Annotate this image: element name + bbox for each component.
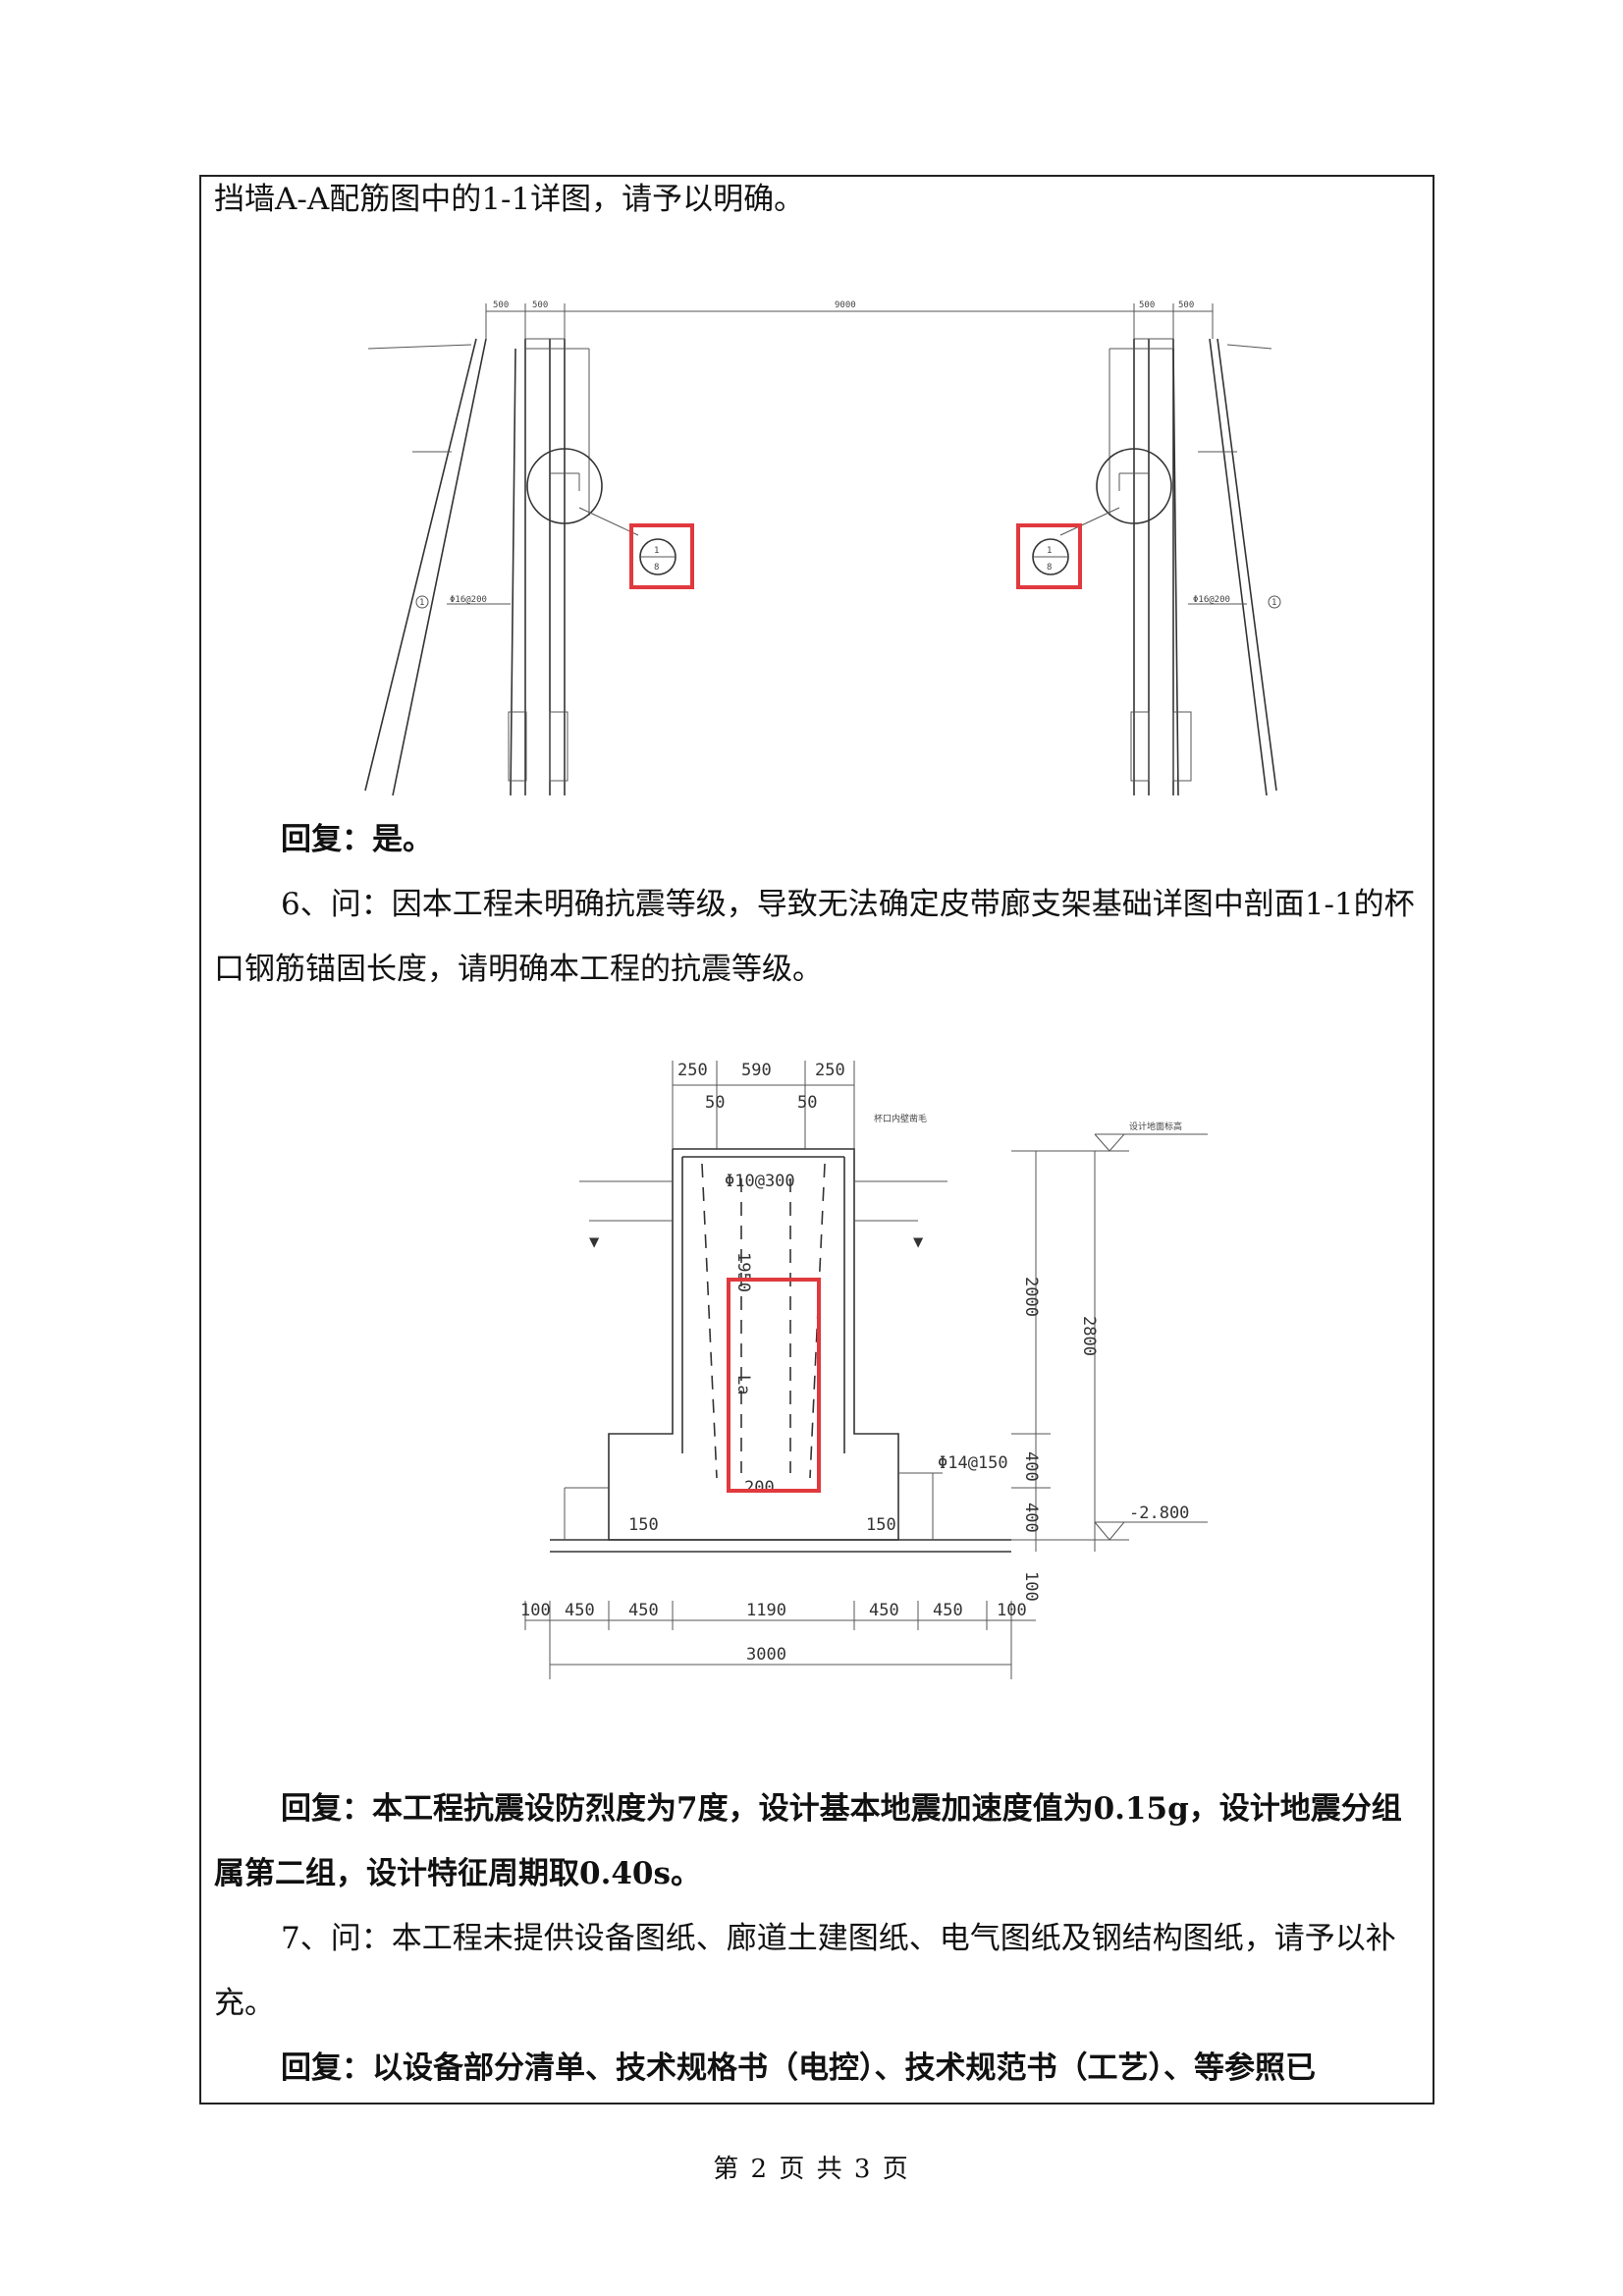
top-dim-1: 250	[677, 1061, 708, 1080]
bottom-dim-5: 450	[869, 1601, 899, 1620]
bottom-dim-6: 450	[933, 1601, 963, 1620]
page-frame	[199, 175, 1434, 2105]
dim-2800: 2800	[1079, 1316, 1099, 1356]
dim-1950: 1950	[733, 1252, 753, 1292]
label-la: La	[733, 1375, 753, 1394]
question-7: 7、问：本工程未提供设备图纸、廊道土建图纸、电气图纸及钢结构图纸，请予以补充。	[214, 1921, 1396, 2021]
reply-5: 回复：是。	[281, 822, 433, 857]
reply-7: 回复：以设备部分清单、技术规格书（电控）、技术规范书（工艺）、等参照已	[281, 2050, 1316, 2086]
bottom-dim-7: 100	[997, 1601, 1027, 1620]
top-dim-3: 250	[815, 1061, 845, 1080]
highlight-anchorage	[727, 1278, 821, 1493]
note-rebar-left: Φ16@200	[450, 595, 487, 605]
dim-400: 400	[1021, 1451, 1041, 1482]
label-150-left: 150	[628, 1515, 659, 1535]
dim-mid: 9000	[835, 301, 856, 310]
label-rebar-top: Φ10@300	[725, 1172, 795, 1191]
dim-2000: 2000	[1021, 1277, 1041, 1317]
dim-right-b: 500	[1178, 301, 1194, 310]
highlight-callout-left	[629, 523, 694, 589]
reply-6: 回复：本工程抗震设防烈度为7度，设计基本地震加速度值为0.15g，设计地震分组属…	[214, 1791, 1402, 1891]
bottom-dim-2: 450	[565, 1601, 595, 1620]
dim-left-b: 500	[532, 301, 548, 310]
total-dim: 3000	[746, 1645, 786, 1665]
retaining-wall-drawing: 500 500 9000 500 500 Φ16@200 1 1 8 Φ16@2…	[364, 301, 1281, 796]
bottom-dim-4: 1190	[746, 1601, 786, 1620]
top-sub-left: 50	[705, 1093, 725, 1113]
label-elevation: -2.800	[1129, 1503, 1189, 1523]
callout-right-top: 1	[1047, 546, 1052, 556]
dim-right-a: 500	[1139, 301, 1155, 310]
bottom-dim-1: 100	[520, 1601, 551, 1620]
callout-right-bottom: 8	[1047, 563, 1052, 573]
dim-400b: 400	[1021, 1503, 1041, 1533]
label-cup-wall: 杯口内壁凿毛	[874, 1113, 927, 1124]
callout-left-bottom: 8	[654, 563, 659, 573]
callout-left-top: 1	[654, 546, 659, 556]
label-ground-level: 设计地面标高	[1129, 1121, 1182, 1132]
dim-left-a: 500	[493, 301, 509, 310]
cup-foundation-drawing: 250 590 250 50 50 杯口内壁凿毛 Φ10@300 1950 La…	[520, 1061, 1208, 1679]
svg-text:▼: ▼	[913, 1232, 924, 1252]
top-sub-right: 50	[797, 1093, 817, 1113]
note-circle-left: 1	[419, 598, 424, 608]
bottom-dim-3: 450	[628, 1601, 659, 1620]
page-footer: 第 2 页 共 3 页	[713, 2155, 910, 2184]
label-rebar-right: Φ14@150	[938, 1453, 1008, 1473]
note-rebar-right: Φ16@200	[1193, 595, 1230, 605]
question-6: 6、问：因本工程未明确抗震等级，导致无法确定皮带廊支架基础详图中剖面1-1的杯口…	[214, 887, 1415, 987]
highlight-callout-right	[1016, 523, 1082, 589]
question-5-tail: 挡墙A-A配筋图中的1-1详图，请予以明确。	[214, 182, 805, 217]
dim-100v: 100	[1021, 1571, 1041, 1602]
note-circle-right: 1	[1271, 598, 1276, 608]
top-dim-2: 590	[741, 1061, 772, 1080]
svg-text:▼: ▼	[589, 1232, 600, 1252]
label-150-right: 150	[866, 1515, 896, 1535]
label-200: 200	[744, 1478, 775, 1498]
